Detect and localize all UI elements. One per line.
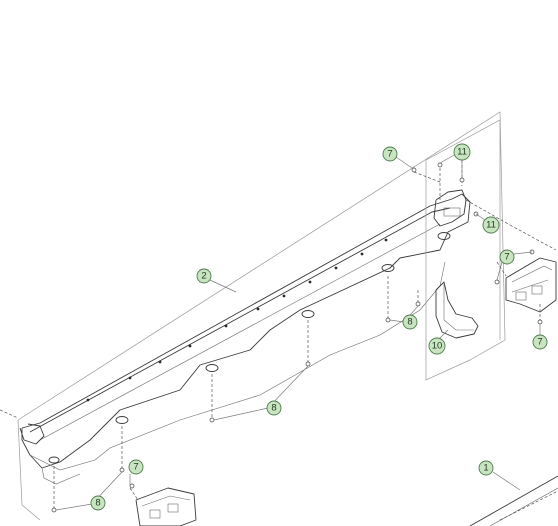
callout-2: 2 bbox=[196, 268, 212, 284]
svg-text:1: 1 bbox=[483, 463, 488, 474]
svg-text:2: 2 bbox=[201, 271, 206, 282]
mounting-boss bbox=[48, 456, 60, 464]
assembly-lines bbox=[0, 160, 557, 508]
svg-text:7: 7 bbox=[504, 252, 509, 263]
screws bbox=[51, 162, 543, 513]
svg-text:8: 8 bbox=[407, 317, 412, 328]
callout-7-right-lower: 7 bbox=[532, 334, 548, 350]
mounting-boss bbox=[437, 232, 451, 240]
callout-7-bottom: 7 bbox=[128, 459, 144, 475]
callout-11-right: 11 bbox=[482, 216, 500, 234]
rail-part-2 bbox=[19, 189, 471, 485]
mounting-boss bbox=[381, 264, 395, 272]
screw bbox=[411, 167, 417, 173]
callout-8-left: 8 bbox=[90, 495, 106, 511]
panel-part-1 bbox=[469, 475, 558, 526]
svg-text:7: 7 bbox=[387, 149, 392, 160]
callout-8-right: 8 bbox=[402, 314, 418, 330]
callout-10: 10 bbox=[428, 337, 446, 355]
screw bbox=[129, 483, 135, 489]
bracket-part-10 bbox=[435, 281, 479, 339]
module-right bbox=[505, 257, 557, 313]
rail-assembly-frame bbox=[17, 111, 506, 521]
screw bbox=[537, 319, 543, 325]
mounting-boss bbox=[115, 416, 129, 424]
svg-text:8: 8 bbox=[271, 403, 276, 414]
mounting-boss bbox=[205, 364, 219, 372]
svg-text:11: 11 bbox=[457, 147, 467, 158]
svg-text:8: 8 bbox=[95, 498, 100, 509]
screw bbox=[494, 279, 500, 285]
screw bbox=[119, 467, 125, 473]
leader-lines bbox=[55, 153, 541, 511]
screw bbox=[459, 177, 465, 183]
callout-1: 1 bbox=[478, 460, 494, 476]
screw bbox=[385, 317, 391, 323]
screw bbox=[415, 301, 421, 307]
svg-text:10: 10 bbox=[432, 341, 443, 352]
screw bbox=[209, 417, 215, 423]
mounting-boss bbox=[301, 310, 315, 318]
callout-7-right-upper: 7 bbox=[499, 249, 515, 265]
module-bottom bbox=[135, 487, 197, 526]
callout-11-top: 11 bbox=[453, 143, 471, 161]
svg-text:7: 7 bbox=[133, 462, 138, 473]
svg-text:11: 11 bbox=[486, 220, 496, 231]
svg-text:7: 7 bbox=[537, 337, 542, 348]
screw bbox=[51, 507, 57, 513]
screw bbox=[305, 361, 311, 367]
callout-7-top: 7 bbox=[382, 146, 398, 162]
callout-8-center: 8 bbox=[266, 400, 282, 416]
screw bbox=[437, 162, 443, 168]
